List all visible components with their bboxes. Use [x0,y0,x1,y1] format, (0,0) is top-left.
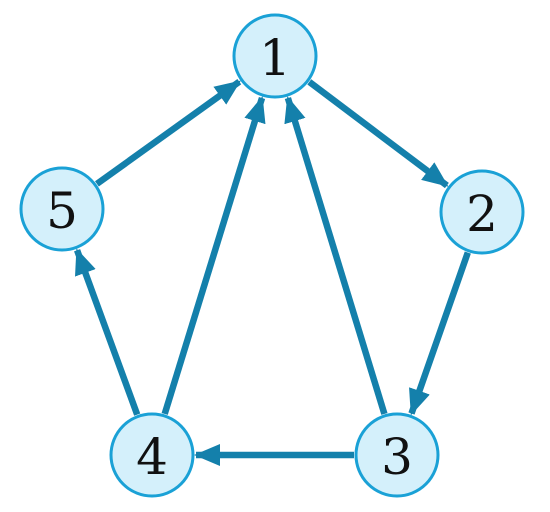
node-4: 4 [109,412,195,498]
edges [74,79,471,466]
node-2-label: 2 [466,185,498,243]
node-5-label: 5 [46,182,78,240]
node-2-circle [439,169,525,255]
nodes: 1 2 3 4 5 [19,13,525,498]
node-1-label: 1 [259,29,291,87]
node-4-label: 4 [136,428,168,486]
node-1: 1 [232,13,318,99]
node-5-circle [19,166,105,252]
edge-1-to-2 [307,79,449,189]
node-3: 3 [354,412,440,498]
edge-5-to-1 [95,79,242,187]
node-2: 2 [439,169,525,255]
node-5: 5 [19,166,105,252]
node-4-circle [109,412,195,498]
edge-4-to-1 [161,96,266,415]
node-3-label: 3 [381,428,413,486]
edge-2-to-3 [408,251,471,416]
node-1-circle [232,13,318,99]
edge-3-to-1 [284,96,388,415]
edge-4-to-5 [74,248,141,416]
node-3-circle [354,412,440,498]
